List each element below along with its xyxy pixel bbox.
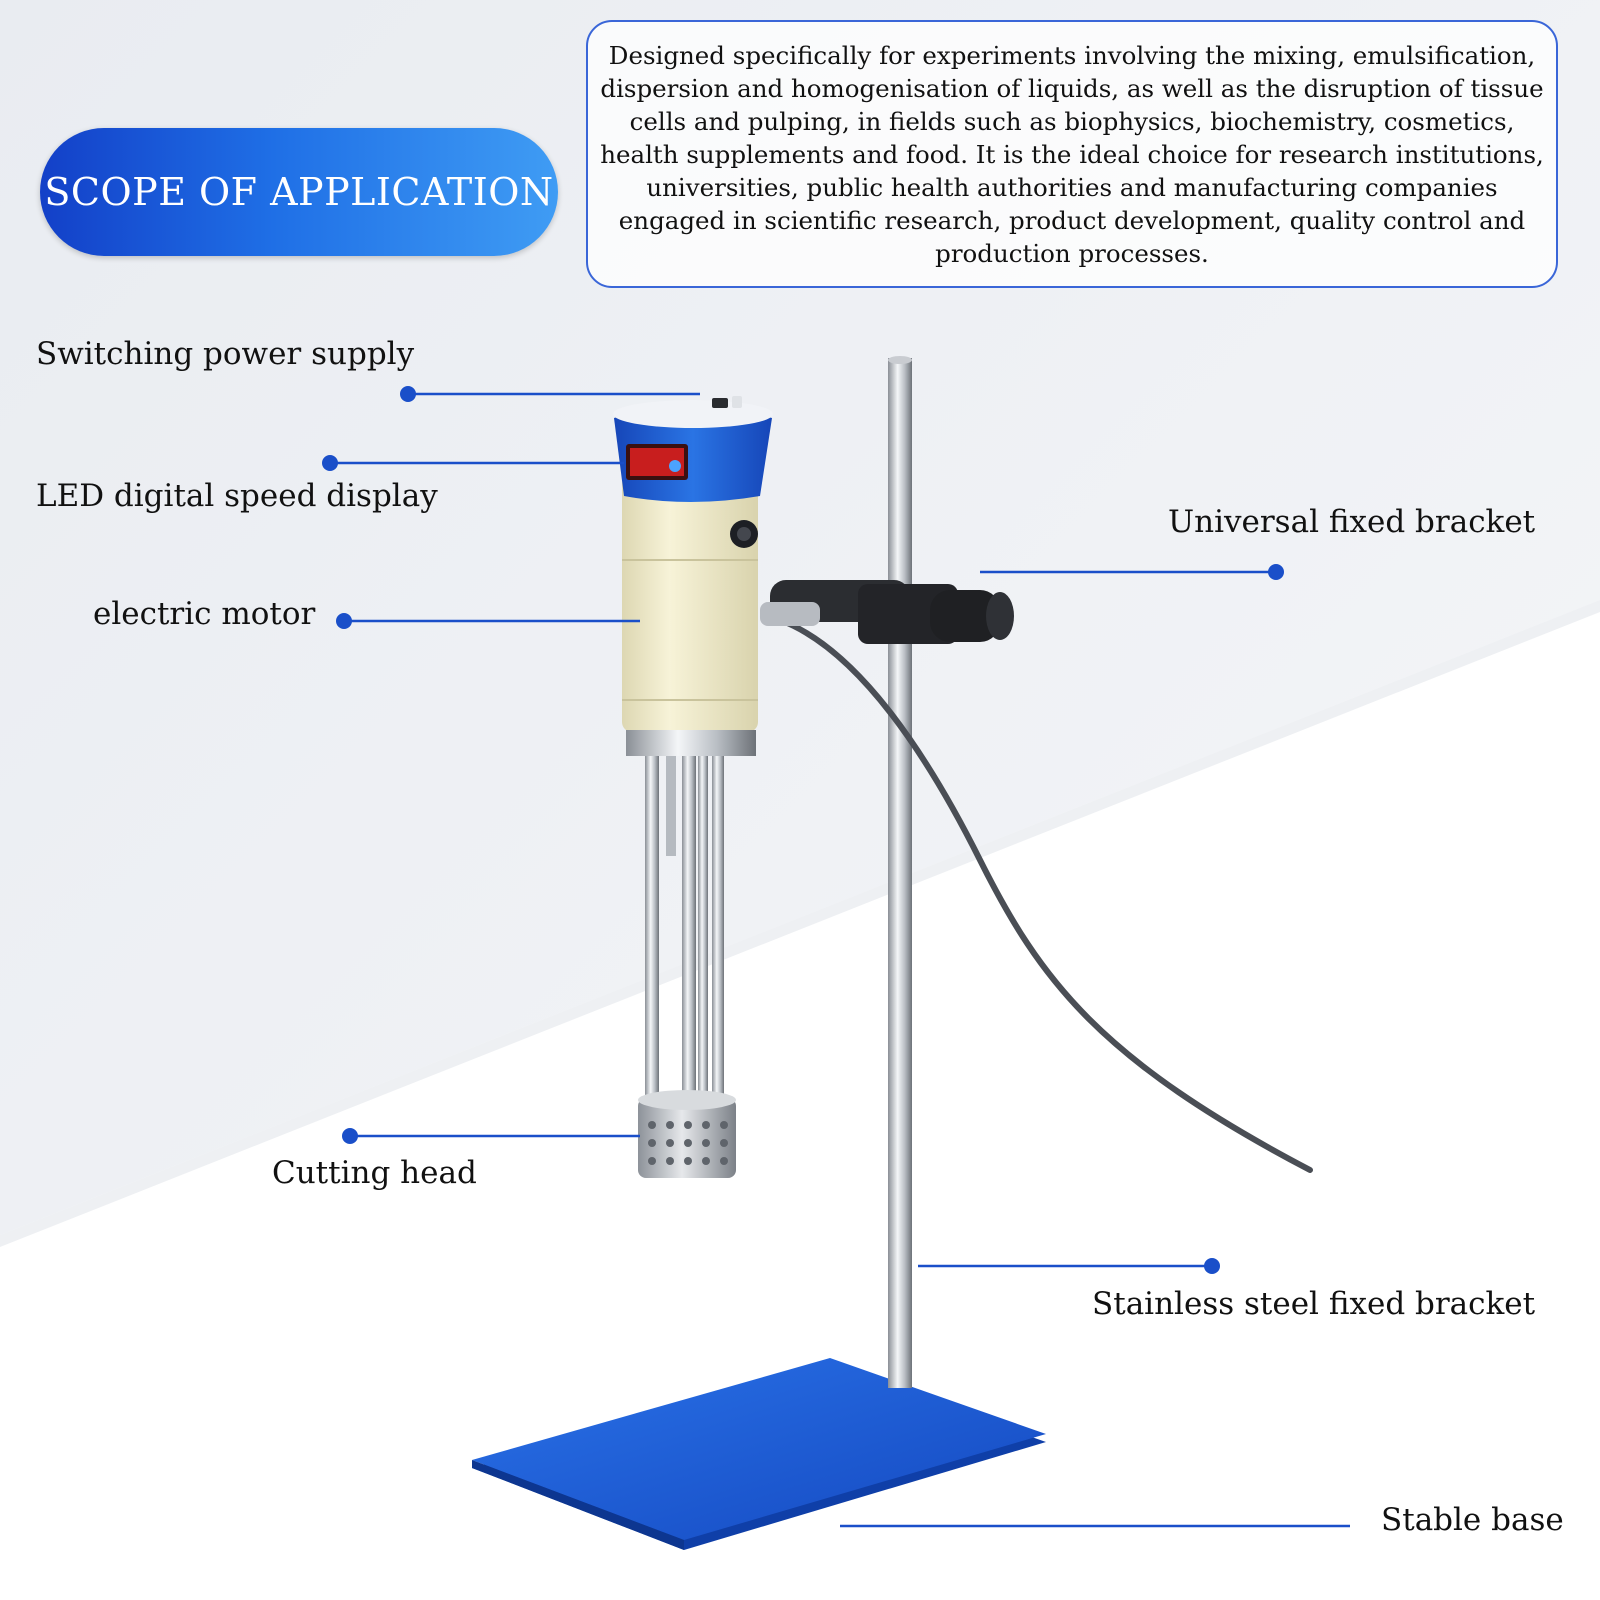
stable-base-plate <box>472 1358 1046 1550</box>
leader-dot-motor <box>336 613 352 629</box>
stainless-rod <box>888 358 912 1388</box>
motor-unit <box>613 396 773 756</box>
status-light <box>669 460 681 472</box>
cutting-head-part <box>638 1090 736 1178</box>
shaft-assembly <box>645 756 724 1096</box>
power-cable <box>777 617 1313 1173</box>
universal-clamp <box>760 580 1014 644</box>
label-universal-bracket: Universal fixed bracket <box>1168 504 1536 540</box>
label-electric-motor: electric motor <box>93 596 316 632</box>
leader-dot-power <box>400 386 416 402</box>
label-cutting-head: Cutting head <box>272 1155 477 1191</box>
floor-plane <box>0 600 1600 1600</box>
description-text: Designed specifically for experiments in… <box>600 40 1544 268</box>
leader-dot-universal <box>1268 564 1284 580</box>
description-box: Designed specifically for experiments in… <box>586 20 1558 288</box>
scope-badge-text: SCOPE OF APPLICATION <box>44 170 554 214</box>
scope-badge: SCOPE OF APPLICATION <box>40 128 558 256</box>
leader-dot-led <box>322 455 338 471</box>
leader-dot-cutting <box>342 1128 358 1144</box>
label-switching-power-supply: Switching power supply <box>36 336 415 372</box>
label-stable-base: Stable base <box>1381 1502 1564 1538</box>
leader-dot-stainless <box>1204 1258 1220 1274</box>
label-stainless-bracket: Stainless steel fixed bracket <box>1092 1286 1536 1322</box>
label-led-display: LED digital speed display <box>36 478 438 514</box>
